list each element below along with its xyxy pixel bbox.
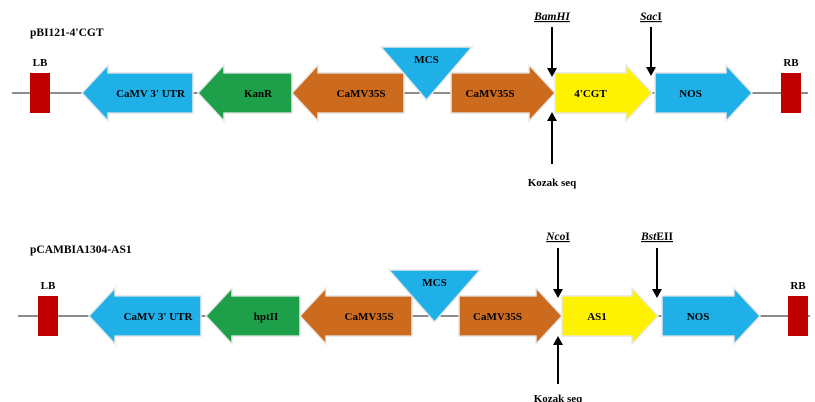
feature-label: CaMV35S [337, 88, 386, 100]
feature-arrow-camv35s [298, 286, 413, 346]
feature-label: AS1 [587, 311, 607, 323]
site-arrow-head [547, 68, 557, 77]
feature-label: hptII [254, 311, 278, 323]
feature-arrow-kanr [196, 63, 293, 123]
feature-label: CaMV 3' UTR [116, 88, 186, 100]
feature-arrow-as1 [561, 286, 660, 346]
mcs-triangle [387, 269, 482, 324]
feature-label: 4'CGT [574, 88, 607, 100]
construct-top: pBI121-4'CGT LB RB CaMV 3' UTR KanR CaMV35S Ca… [12, 11, 808, 189]
mcs-triangle [379, 46, 474, 102]
kozak-arrow-head [547, 112, 557, 121]
feature-label: CaMV35S [466, 88, 515, 100]
feature-arrow-camv-3-utr [87, 286, 202, 346]
site-arrow-head [553, 289, 563, 298]
construct-title: pCAMBIA1304-AS1 [30, 244, 132, 256]
site-arrow-head [652, 289, 662, 298]
feature-label: NOS [687, 311, 710, 323]
mcs-label: MCS [414, 54, 438, 66]
feature-arrow-4-cgt [554, 63, 654, 123]
restriction-site-label: NcoI [545, 231, 570, 243]
feature-arrow-nos [654, 63, 754, 123]
feature-label: CaMV35S [345, 311, 394, 323]
right-border-marker-label: RB [790, 280, 806, 292]
mcs-label: MCS [422, 277, 446, 289]
feature-arrow-camv35s [290, 63, 405, 123]
kozak-arrow-head [553, 336, 563, 345]
feature-arrow-camv35s [458, 286, 564, 346]
construct-title: pBI121-4'CGT [30, 27, 104, 39]
feature-label: KanR [244, 88, 273, 100]
feature-arrow-hptii [204, 286, 301, 346]
diagram-layer: pBI121-4'CGT LB RB CaMV 3' UTR KanR CaMV35S Ca… [12, 11, 810, 402]
feature-arrow-nos [661, 286, 762, 346]
left-border-marker [30, 73, 50, 113]
feature-label: CaMV35S [473, 311, 522, 323]
feature-label: CaMV 3' UTR [124, 311, 194, 323]
left-border-marker-label: LB [41, 280, 56, 292]
restriction-site-label: BamHI [533, 11, 570, 23]
right-border-marker-label: RB [783, 57, 799, 69]
restriction-site-label: BstEII [640, 231, 673, 243]
site-arrow-head [646, 67, 656, 76]
left-border-marker [38, 296, 58, 336]
feature-arrow-camv-3-utr [80, 63, 194, 123]
feature-arrow-camv35s [450, 63, 557, 123]
feature-label: NOS [679, 88, 702, 100]
restriction-site-label: SacI [640, 11, 662, 23]
kozak-label: Kozak seq [534, 393, 583, 402]
right-border-marker [788, 296, 808, 336]
kozak-label: Kozak seq [528, 177, 577, 189]
left-border-marker-label: LB [33, 57, 48, 69]
right-border-marker [781, 73, 801, 113]
